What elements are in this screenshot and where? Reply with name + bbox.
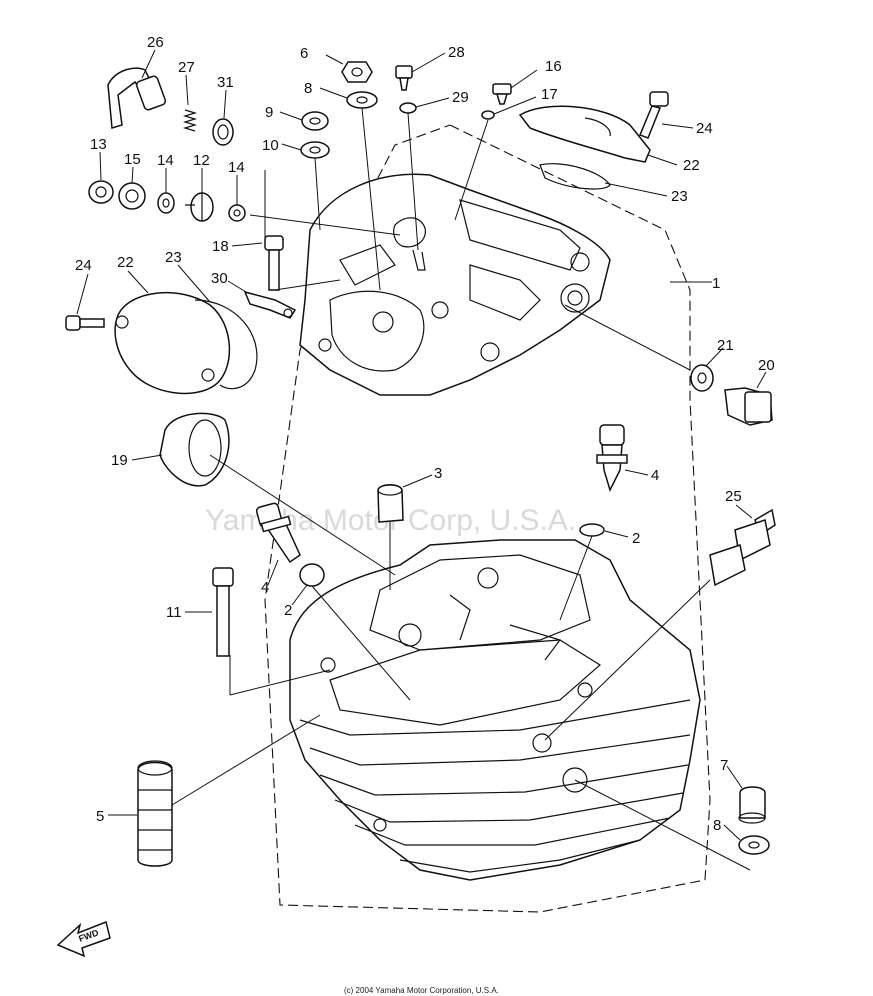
callout-7: 7: [720, 757, 728, 774]
callout-15: 15: [124, 151, 141, 168]
callout-25: 25: [725, 488, 742, 505]
callout-22-upper: 22: [683, 157, 700, 174]
cylinder-head: [289, 539, 701, 881]
callout-5: 5: [96, 808, 104, 825]
washer-17: [481, 110, 495, 120]
bolt-24-left: [65, 315, 105, 331]
decompression-lever: [107, 67, 167, 129]
dowel-5: [137, 760, 173, 867]
callout-24-left: 24: [75, 257, 92, 274]
plug-28: [395, 65, 413, 91]
callout-12: 12: [193, 152, 210, 169]
washer-14-left: [157, 192, 175, 214]
washer-21: [690, 364, 714, 392]
forward-arrow-icon: FWD: [56, 920, 111, 958]
washer-8-lower: [738, 835, 770, 855]
nut-9: [301, 111, 329, 131]
bracket-30: [243, 290, 297, 319]
callout-20: 20: [758, 357, 775, 374]
spark-plug-25: [709, 508, 776, 587]
callout-11: 11: [166, 604, 182, 621]
bolt-20: [724, 387, 773, 426]
callout-2-left: 2: [284, 602, 292, 619]
callout-27: 27: [178, 59, 195, 76]
callout-9: 9: [265, 104, 273, 121]
callout-23-upper: 23: [671, 188, 688, 205]
callout-29: 29: [452, 89, 469, 106]
washer-13: [88, 180, 114, 204]
callout-19: 19: [111, 452, 128, 469]
callout-30: 30: [211, 270, 228, 287]
callout-24-upper: 24: [696, 120, 713, 137]
callout-labels: 26 27 31 13 15 14 12 14 6 8 9 10 28 29 1…: [75, 34, 775, 834]
o-ring-23-left: [194, 299, 258, 390]
screw-16: [492, 83, 512, 105]
callout-21: 21: [717, 337, 734, 354]
o-ring-2-right: [579, 523, 605, 537]
o-ring-2-left: [299, 563, 325, 587]
bolt-11: [212, 567, 234, 657]
tappet-cover-22: [114, 292, 231, 395]
copyright-text: (c) 2004 Yamaha Motor Corporation, U.S.A…: [344, 986, 499, 995]
callout-8-upper: 8: [304, 80, 312, 97]
head-cover: [299, 173, 611, 396]
callout-22-left: 22: [117, 254, 134, 271]
callout-23-left: 23: [165, 249, 182, 266]
callout-18: 18: [212, 238, 229, 255]
bolt-24-upper: [639, 91, 669, 139]
washer-10: [300, 141, 330, 159]
gear-12: [185, 192, 214, 222]
callout-31: 31: [217, 74, 234, 91]
valve-guide-4-left: [255, 502, 301, 564]
bearing-15: [118, 182, 146, 210]
washer-8-upper: [346, 91, 378, 109]
leader-lines: [76, 49, 767, 871]
nut-6: [341, 61, 373, 83]
callout-3: 3: [434, 465, 442, 482]
callout-1: 1: [712, 275, 720, 292]
callout-4-left: 4: [261, 579, 269, 596]
callout-26: 26: [147, 34, 164, 51]
intake-joint-19: [159, 412, 230, 487]
valve-guide-4-right: [596, 424, 628, 493]
callout-8-lower: 8: [713, 817, 721, 834]
washer-14-right: [228, 204, 246, 222]
cover-plate-upper: [518, 105, 651, 163]
bolt-18: [264, 235, 284, 291]
callout-6: 6: [300, 45, 308, 62]
spring-27: [182, 109, 198, 132]
callout-4-right: 4: [651, 467, 659, 484]
callout-17: 17: [541, 86, 558, 103]
callout-10: 10: [262, 137, 279, 154]
plug-3: [377, 484, 404, 523]
cap-7: [738, 786, 766, 824]
callout-14-left: 14: [157, 152, 174, 169]
callout-14-right: 14: [228, 159, 245, 176]
callout-28: 28: [448, 44, 465, 61]
gasket-upper: [539, 163, 611, 190]
callout-13: 13: [90, 136, 107, 153]
oil-seal-31: [212, 118, 234, 146]
washer-29: [399, 102, 417, 114]
callout-16: 16: [545, 58, 562, 75]
callout-2-right: 2: [632, 530, 640, 547]
